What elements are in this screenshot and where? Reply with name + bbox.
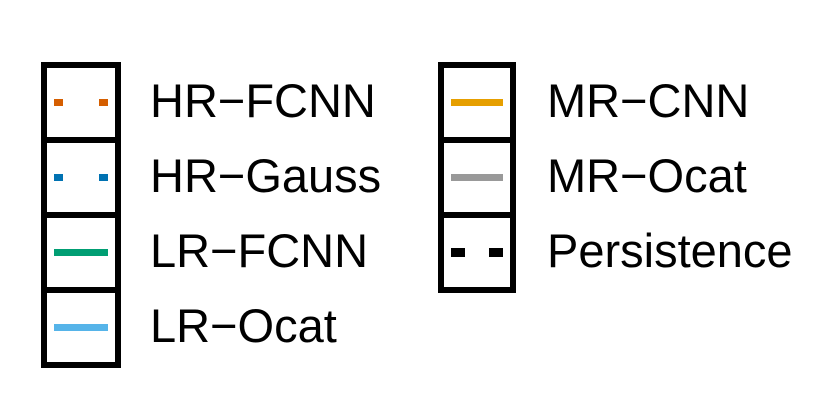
legend-entry-persistence: Persistence — [438, 212, 793, 293]
legend-swatch-box — [41, 287, 121, 368]
legend-label: MR−CNN — [547, 74, 749, 127]
legend-entry-hr-gauss: HR−Gauss — [41, 137, 381, 218]
legend-entry-mr-ocat: MR−Ocat — [438, 137, 747, 218]
legend-swatch-box — [438, 212, 516, 293]
legend-label: LR−Ocat — [150, 299, 337, 352]
legend-label: LR−FCNN — [150, 224, 368, 277]
legend-entry-hr-fcnn: HR−FCNN — [41, 62, 376, 143]
legend-label: HR−FCNN — [150, 74, 376, 127]
legend-entry-lr-ocat: LR−Ocat — [41, 287, 337, 368]
legend-label: HR−Gauss — [150, 149, 381, 202]
legend-entry-lr-fcnn: LR−FCNN — [41, 212, 368, 293]
legend-entry-mr-cnn: MR−CNN — [438, 62, 749, 143]
legend-label: MR−Ocat — [547, 149, 747, 202]
legend-label: Persistence — [547, 224, 793, 277]
